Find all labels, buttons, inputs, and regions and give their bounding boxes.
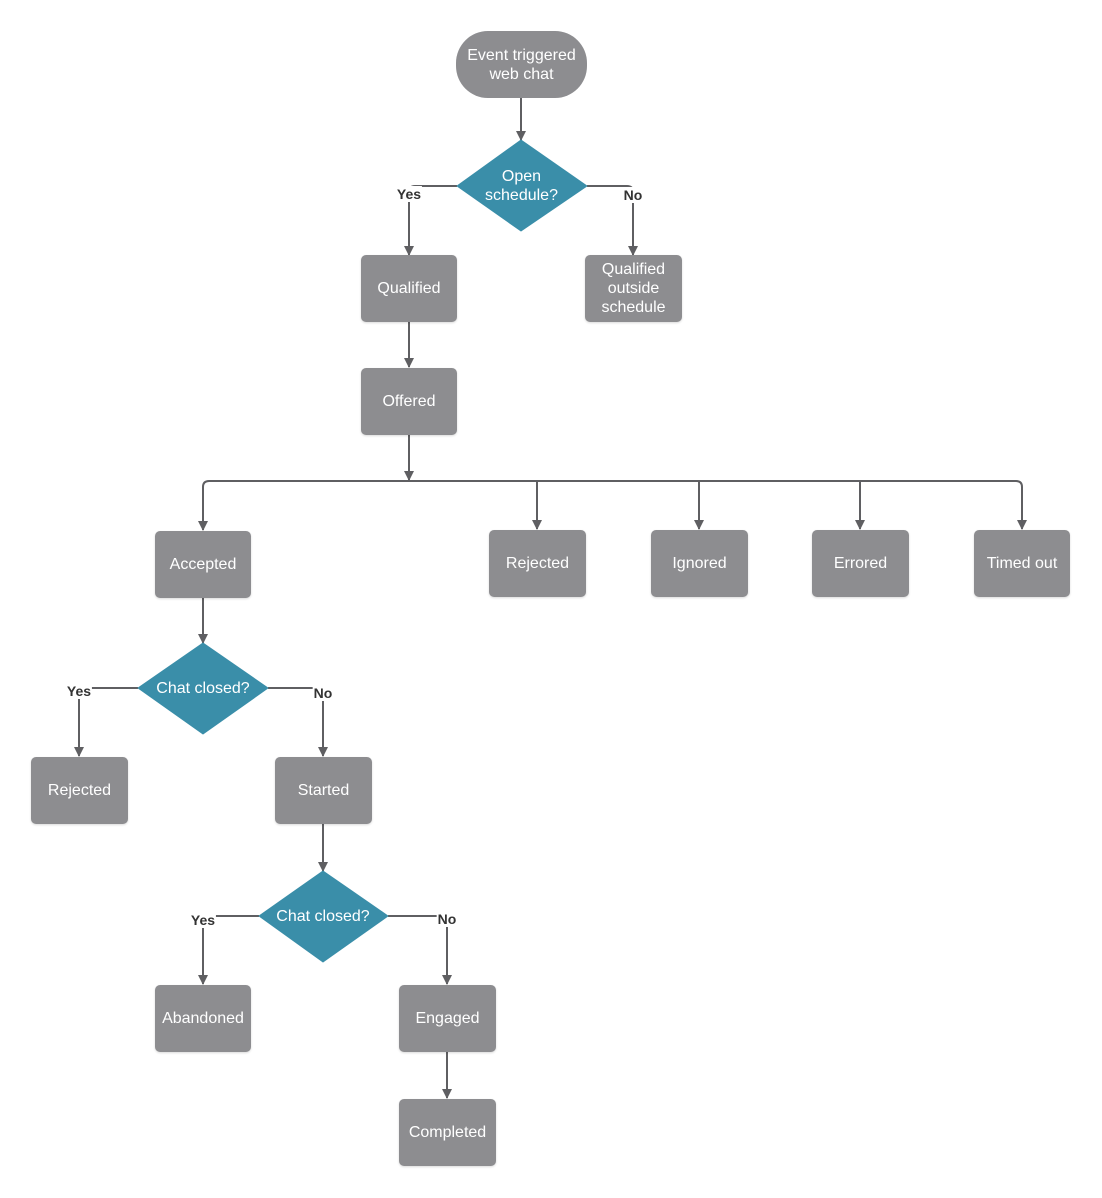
start-node: Event triggered web chat — [456, 31, 587, 98]
completed-node: Completed — [399, 1099, 496, 1166]
chat-closed-1-diamond — [137, 642, 269, 735]
timed-out-node: Timed out — [974, 530, 1070, 597]
open-schedule-diamond — [456, 139, 588, 232]
abandoned-node: Abandoned — [155, 985, 251, 1052]
chat-closed-1-label: Chat closed? — [156, 679, 250, 697]
chat-closed-2-diamond — [258, 870, 389, 963]
open-schedule-no-label: No — [622, 187, 644, 203]
chat-closed-2-label: Chat closed? — [276, 907, 370, 925]
ignored-node: Ignored — [651, 530, 748, 597]
accepted-node: Accepted — [155, 531, 251, 598]
open-schedule-label: Open schedule? — [485, 168, 558, 204]
qualified-node: Qualified — [361, 255, 457, 322]
rejected-chat-node: Rejected — [31, 757, 128, 824]
offered-node: Offered — [361, 368, 457, 435]
engaged-node: Engaged — [399, 985, 496, 1052]
chat-closed-2-yes-label: Yes — [189, 912, 217, 928]
rejected-offer-node: Rejected — [489, 530, 586, 597]
errored-node: Errored — [812, 530, 909, 597]
chat-closed-1-yes-label: Yes — [65, 683, 93, 699]
started-node: Started — [275, 757, 372, 824]
open-schedule-yes-label: Yes — [395, 186, 423, 202]
chat-closed-1-no-label: No — [312, 685, 334, 701]
chat-closed-2-no-label: No — [436, 911, 458, 927]
qualified-outside-schedule-node: Qualified outside schedule — [585, 255, 682, 322]
outcomes-bus — [202, 480, 1027, 530]
